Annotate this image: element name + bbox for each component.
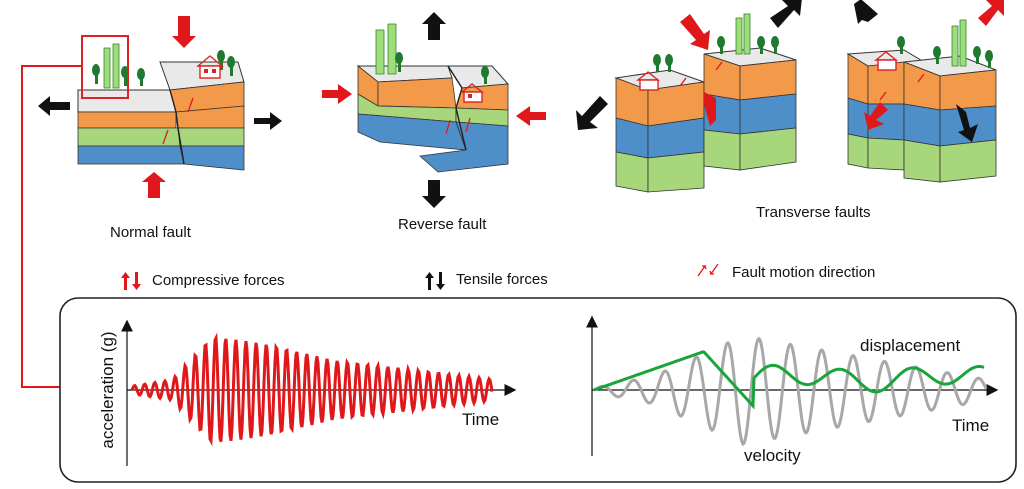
displacement-label: displacement (860, 336, 961, 355)
layer-orange (77, 111, 177, 129)
tensile-legend-label: Tensile forces (456, 271, 548, 288)
reverse-fault-label: Reverse fault (398, 216, 487, 233)
house-icon (636, 71, 660, 91)
acceleration-trace (130, 332, 494, 447)
velocity-trace (593, 336, 988, 447)
normal-fault-block (77, 35, 245, 171)
transverse-fault-block-2 (846, 19, 997, 183)
transverse-fault-block-1 (614, 13, 797, 193)
velocity-label: velocity (744, 446, 801, 465)
compressive-legend-label: Compressive forces (152, 272, 285, 289)
fault-motion-legend-label: Fault motion direction (732, 264, 876, 281)
tensile-arrows-icon (425, 272, 445, 290)
house-icon (196, 55, 224, 79)
layer-blue (77, 145, 185, 165)
link-line (21, 65, 82, 388)
transverse-faults-label: Transverse faults (756, 204, 871, 221)
waveform-panel (59, 297, 1017, 483)
transverse-fault-arrows-1 (576, 0, 802, 130)
accel-time-label: Time (462, 410, 500, 429)
reverse-fault-block (356, 23, 510, 173)
displacement-trace (593, 350, 985, 410)
house-icon (874, 51, 898, 71)
building-icon (103, 47, 111, 89)
layer-green (77, 127, 181, 147)
acceleration-axis-label: acceleration (g) (98, 331, 117, 449)
normal-fault-arrows (38, 16, 282, 198)
transverse-fault-arrows-2 (854, 0, 1004, 142)
fault-motion-icon (697, 263, 719, 277)
compressive-arrows-icon (121, 272, 141, 290)
normal-fault-label: Normal fault (110, 224, 191, 241)
reverse-fault-arrows (322, 12, 546, 208)
house-icon (460, 83, 484, 103)
response-time-label: Time (952, 416, 990, 435)
